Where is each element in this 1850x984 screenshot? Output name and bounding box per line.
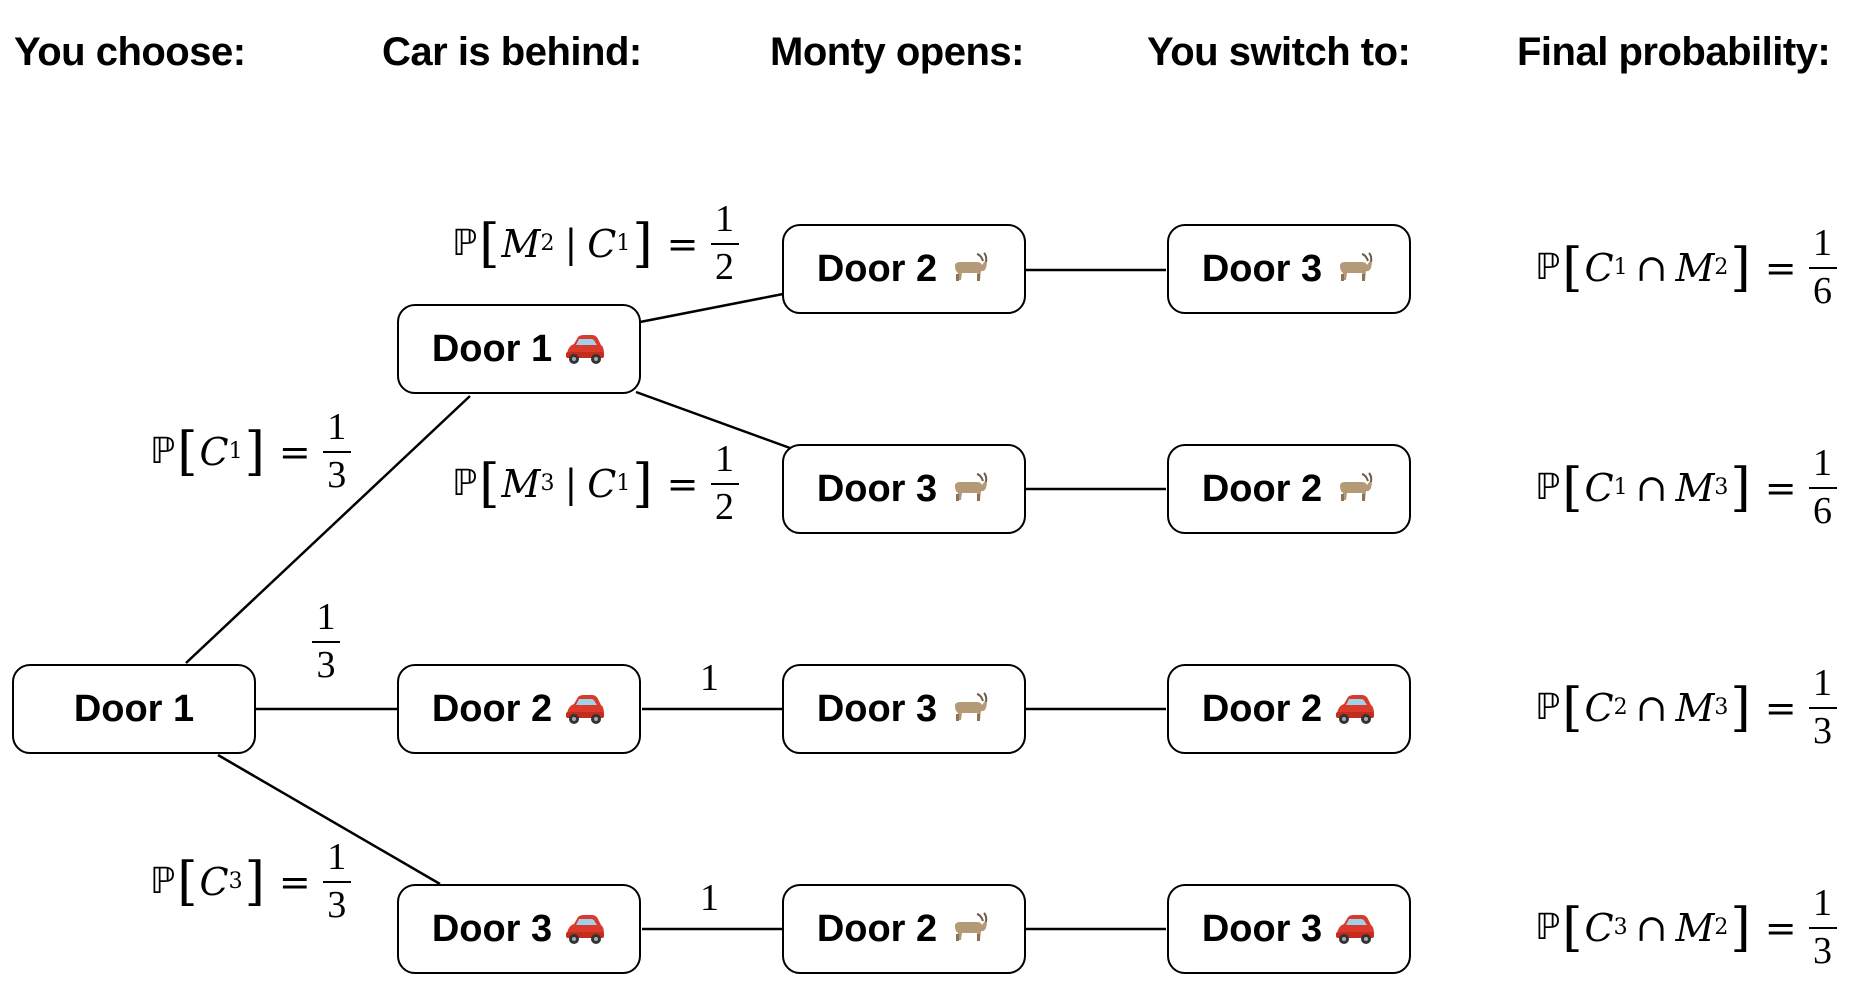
prob-m3-given-c2: 1 xyxy=(700,657,719,699)
edge-choose-car3 xyxy=(217,753,441,886)
header-you-choose: You choose: xyxy=(14,30,246,74)
edge-car1-open-b xyxy=(635,390,791,450)
node-switch-door-3-a: Door 3 xyxy=(1167,224,1411,314)
node-label: Door 3 xyxy=(1201,247,1323,290)
goat-icon xyxy=(1332,252,1376,286)
node-open-door-2-d: Door 2 xyxy=(782,884,1026,974)
node-label: Door 3 xyxy=(431,907,553,950)
header-final-probability: Final probability: xyxy=(1517,30,1831,74)
goat-icon xyxy=(947,692,991,726)
car-icon xyxy=(1332,912,1376,946)
node-label: Door 1 xyxy=(73,687,195,730)
edge-choose-car1 xyxy=(185,395,471,664)
header-monty-opens: Monty opens: xyxy=(770,30,1024,74)
header-you-switch-to: You switch to: xyxy=(1147,30,1411,74)
node-open-door-2-a: Door 2 xyxy=(782,224,1026,314)
goat-icon xyxy=(1332,472,1376,506)
edge-car1-open-a xyxy=(639,292,784,324)
header-car-is-behind: Car is behind: xyxy=(382,30,642,74)
node-label: Door 2 xyxy=(816,247,938,290)
node-label: Door 2 xyxy=(1201,467,1323,510)
node-open-door-3-b: Door 3 xyxy=(782,444,1026,534)
node-car-door-1: Door 1 xyxy=(397,304,641,394)
goat-icon xyxy=(947,912,991,946)
node-open-door-3-c: Door 3 xyxy=(782,664,1026,754)
goat-icon xyxy=(947,252,991,286)
prob-m2-given-c3: 1 xyxy=(700,877,719,919)
node-label: Door 2 xyxy=(431,687,553,730)
node-label: Door 3 xyxy=(816,687,938,730)
node-car-door-2: Door 2 xyxy=(397,664,641,754)
node-label: Door 1 xyxy=(431,327,553,370)
car-icon xyxy=(562,332,606,366)
node-car-door-3: Door 3 xyxy=(397,884,641,974)
node-label: Door 3 xyxy=(816,467,938,510)
node-label: Door 2 xyxy=(1201,687,1323,730)
node-choose-door-1: Door 1 xyxy=(12,664,256,754)
node-label: Door 2 xyxy=(816,907,938,950)
node-label: Door 3 xyxy=(1201,907,1323,950)
car-icon xyxy=(562,692,606,726)
car-icon xyxy=(562,912,606,946)
car-icon xyxy=(1332,692,1376,726)
node-switch-door-3-d: Door 3 xyxy=(1167,884,1411,974)
node-switch-door-2-b: Door 2 xyxy=(1167,444,1411,534)
goat-icon xyxy=(947,472,991,506)
node-switch-door-2-c: Door 2 xyxy=(1167,664,1411,754)
